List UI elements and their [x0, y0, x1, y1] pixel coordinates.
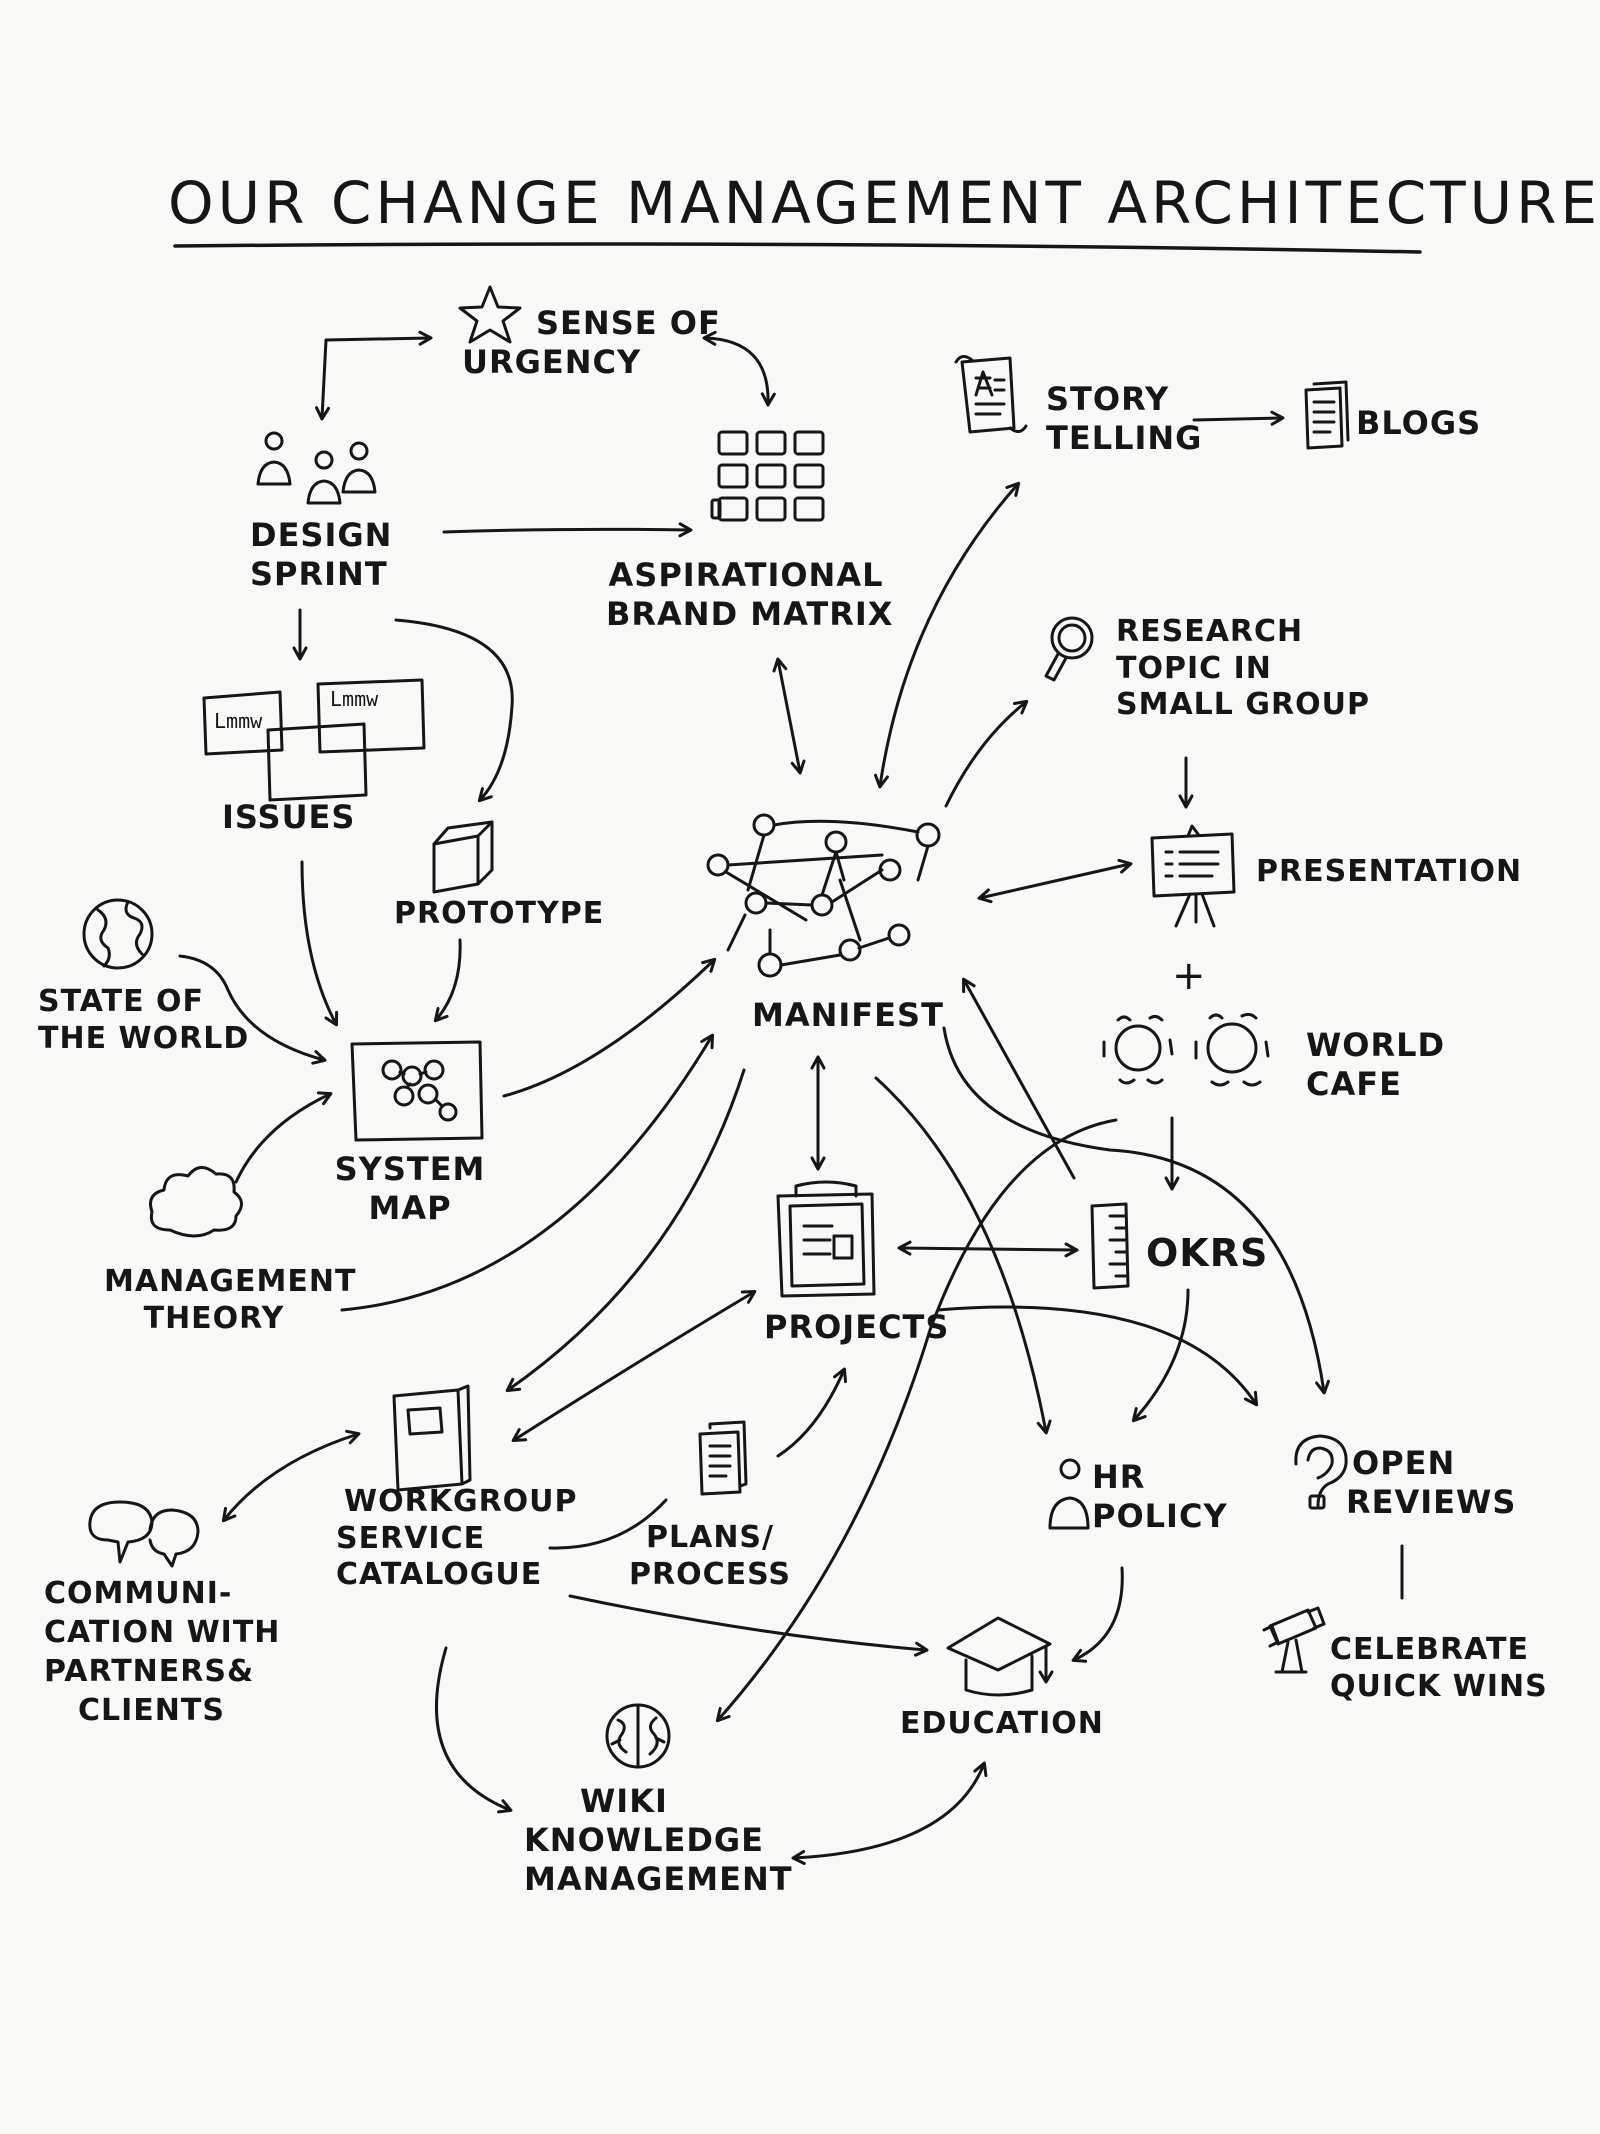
node-label-line: SERVICE: [336, 1520, 486, 1556]
node-education: EDUCATION: [900, 1706, 1104, 1741]
node-label-line: RESEARCH: [1116, 614, 1304, 649]
node-state-of-the-world: STATE OF THE WORLD: [38, 984, 249, 1057]
papers-icon: [698, 1420, 748, 1496]
connectors: [178, 330, 1404, 1865]
node-label-line: SMALL GROUP: [1116, 687, 1370, 723]
node-label-line: MANAGEMENT: [104, 1264, 357, 1299]
page-title: OUR CHANGE MANAGEMENT ARCHITECTURE: [168, 169, 1600, 237]
round-table-icon: [1102, 1012, 1270, 1087]
node-label-line: STORY: [1046, 380, 1170, 418]
node-label-line: SPRINT: [250, 555, 388, 594]
node-sense-of-urgency: SENSE OF URGENCY: [462, 304, 721, 382]
node-label-line: MAP: [368, 1189, 452, 1228]
node-story-telling: STORY TELLING: [1046, 380, 1202, 458]
node-label-line: CATION WITH: [44, 1615, 281, 1650]
node-label-line: DESIGN: [250, 516, 393, 554]
node-workgroup-service-catalogue: WORKGROUP SERVICE CATALOGUE: [336, 1484, 578, 1594]
node-prototype: PROTOTYPE: [394, 896, 605, 931]
node-label-line: POLICY: [1092, 1497, 1228, 1536]
node-label-line: STATE OF: [38, 984, 205, 1019]
ruler-icon: [1090, 1202, 1130, 1290]
node-label-line: PROCESS: [629, 1556, 791, 1592]
sticky-notes-icon: [202, 678, 426, 802]
node-label-line: CATALOGUE: [336, 1557, 543, 1593]
node-wiki-knowledge-management: WIKI KNOWLEDGE MANAGEMENT: [524, 1782, 793, 1899]
folder-document-icon: [776, 1180, 876, 1298]
speech-bubbles-icon: [88, 1500, 200, 1568]
node-label-line: REVIEWS: [1346, 1483, 1517, 1522]
scroll-icon: [954, 355, 1028, 434]
node-research-topic: RESEARCH TOPIC IN SMALL GROUP: [1116, 614, 1370, 724]
brain-icon: [605, 1703, 671, 1769]
node-label-line: MANAGEMENT: [524, 1860, 793, 1899]
node-okrs: OKRS: [1146, 1231, 1269, 1275]
globe-icon: [82, 898, 154, 970]
node-label-line: KNOWLEDGE: [524, 1821, 765, 1860]
node-label-line: OPEN: [1352, 1444, 1456, 1482]
people-icon: [256, 431, 377, 505]
issue-note-text-1: Lmmw: [214, 709, 263, 733]
telescope-icon: [1262, 1606, 1326, 1674]
plus-sign: +: [1172, 953, 1207, 999]
node-projects: PROJECTS: [764, 1308, 950, 1346]
node-label-line: BRAND MATRIX: [606, 595, 894, 634]
node-system-map: SYSTEM MAP: [330, 1150, 490, 1228]
cloud-icon: [149, 1166, 243, 1238]
node-label-line: PARTNERS&: [44, 1654, 255, 1689]
node-manifest: MANIFEST: [752, 996, 944, 1034]
book-icon: [392, 1384, 472, 1492]
node-plans-process: PLANS/ PROCESS: [620, 1520, 800, 1593]
node-label-line: URGENCY: [462, 343, 642, 382]
node-label-line: ASPIRATIONAL: [608, 556, 884, 594]
graduation-cap-icon: [946, 1616, 1054, 1697]
node-aspirational-brand-matrix: ASPIRATIONAL BRAND MATRIX: [606, 556, 894, 634]
node-label-line: WORKGROUP: [344, 1484, 578, 1519]
node-label-line: SYSTEM: [334, 1150, 486, 1188]
title-underline: [173, 242, 1422, 254]
node-label-line: WORLD: [1306, 1026, 1446, 1064]
node-label-line: THE WORLD: [38, 1020, 250, 1056]
node-hr-policy: HR POLICY: [1092, 1458, 1228, 1536]
star-icon: [458, 285, 522, 344]
node-label-line: PLANS/: [646, 1520, 774, 1555]
node-label-line: COMMUNI-: [44, 1576, 233, 1611]
node-issues: ISSUES: [222, 798, 356, 836]
node-celebrate-quick-wins: CELEBRATE QUICK WINS: [1330, 1632, 1548, 1705]
node-design-sprint: DESIGN SPRINT: [250, 516, 392, 594]
grid-icon: [710, 430, 825, 522]
node-management-theory: MANAGEMENT THEORY: [104, 1264, 357, 1337]
node-label-line: CAFE: [1306, 1065, 1402, 1104]
node-label-line: CELEBRATE: [1330, 1632, 1529, 1667]
node-blogs: BLOGS: [1356, 404, 1482, 442]
person-icon: [1048, 1458, 1090, 1530]
node-label-line: SENSE OF: [536, 304, 721, 342]
node-label-line: HR: [1092, 1458, 1146, 1496]
node-label-line: WIKI: [580, 1782, 668, 1820]
node-label-line: TOPIC IN: [1116, 650, 1272, 686]
node-label-line: CLIENTS: [78, 1693, 225, 1728]
network-icon: [706, 813, 941, 978]
presentation-board-icon: [1150, 824, 1236, 928]
cube-icon: [432, 820, 494, 894]
node-label-line: QUICK WINS: [1330, 1668, 1548, 1704]
node-open-reviews: OPEN REVIEWS: [1346, 1444, 1516, 1522]
node-presentation: PRESENTATION: [1256, 854, 1523, 889]
node-label-line: THEORY: [143, 1300, 285, 1336]
magnifier-icon: [1044, 616, 1094, 682]
node-communication: COMMUNI- CATION WITH PARTNERS& CLIENTS: [44, 1574, 280, 1730]
issue-note-text-2: Lmmw: [330, 687, 379, 711]
system-map-icon: [350, 1040, 484, 1142]
document-stack-icon: [1304, 380, 1350, 450]
node-world-cafe: WORLD CAFE: [1306, 1026, 1445, 1104]
question-mark-icon: [1294, 1434, 1348, 1510]
node-label-line: TELLING: [1046, 419, 1203, 458]
